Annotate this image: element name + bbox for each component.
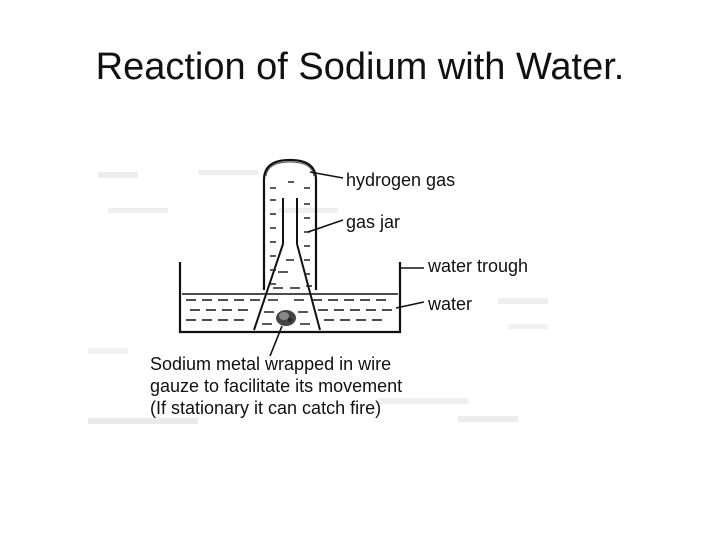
funnel <box>253 198 321 331</box>
caption-line-1: Sodium metal wrapped in wire <box>150 354 391 374</box>
hydrogen-gas-space <box>265 161 315 177</box>
water-dashes <box>186 299 392 321</box>
label-gas-jar: gas jar <box>346 212 400 232</box>
slide-title: Reaction of Sodium with Water. <box>95 46 625 88</box>
scan-background-noise <box>88 170 548 424</box>
caption-line-3: (If stationary it can catch fire) <box>150 398 381 418</box>
label-water-trough: water trough <box>427 256 528 276</box>
diagram: hydrogen gas gas jar water trough water … <box>78 148 558 434</box>
gas-jar-water-dashes <box>270 181 312 287</box>
leader-lines <box>269 171 425 357</box>
water-trough <box>178 262 402 334</box>
funnel-water-dashes <box>262 259 310 325</box>
sodium-lump <box>276 310 296 326</box>
diagram-svg: hydrogen gas gas jar water trough water … <box>88 158 548 424</box>
label-water: water <box>427 294 472 314</box>
label-hydrogen-gas: hydrogen gas <box>346 170 455 190</box>
caption-line-2: gauze to facilitate its movement <box>150 376 402 396</box>
